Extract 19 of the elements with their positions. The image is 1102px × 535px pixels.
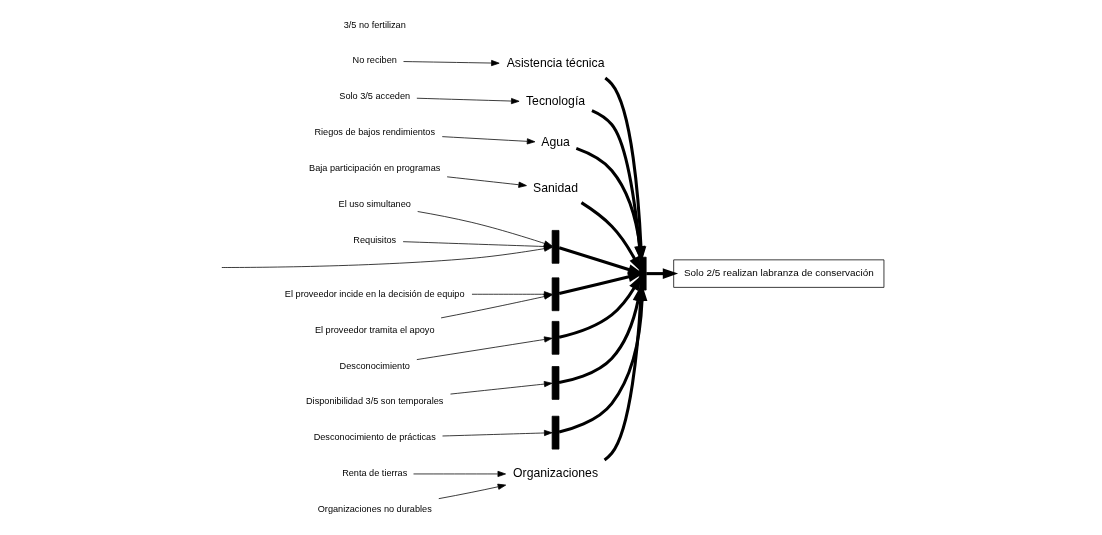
- node-text: Sanidad: [532, 180, 578, 195]
- node-text: El proveedor incide en la decisión de equipo: [284, 288, 465, 299]
- label: 3/5 no fertilizan: [343, 19, 406, 30]
- node-text: Desconocimiento de prácticas: [313, 432, 436, 443]
- node-text: No reciben: [352, 55, 397, 66]
- node-text: Renta de tierras: [341, 468, 407, 479]
- node-text: Disponibilidad 3/5 son temporales: [305, 396, 443, 407]
- node-text: El proveedor tramita el apoyo: [314, 324, 435, 335]
- node-text: Solo 3/5 acceden: [338, 91, 410, 102]
- node-text: Riegos de bajos rendimientos: [313, 127, 435, 138]
- node-text: Baja participación en programas: [308, 163, 440, 174]
- node-text: Organizaciones: [512, 465, 598, 480]
- node-text: Organizaciones no durables: [317, 504, 432, 515]
- node-text: Asistencia técnica: [506, 56, 604, 71]
- node-text: Desconocimiento: [339, 360, 410, 371]
- node-text: Agua: [540, 134, 570, 149]
- node-text: Requisitos: [352, 235, 396, 246]
- node-text: El uso simultaneo: [338, 199, 411, 210]
- node-text: Tecnología: [525, 94, 585, 109]
